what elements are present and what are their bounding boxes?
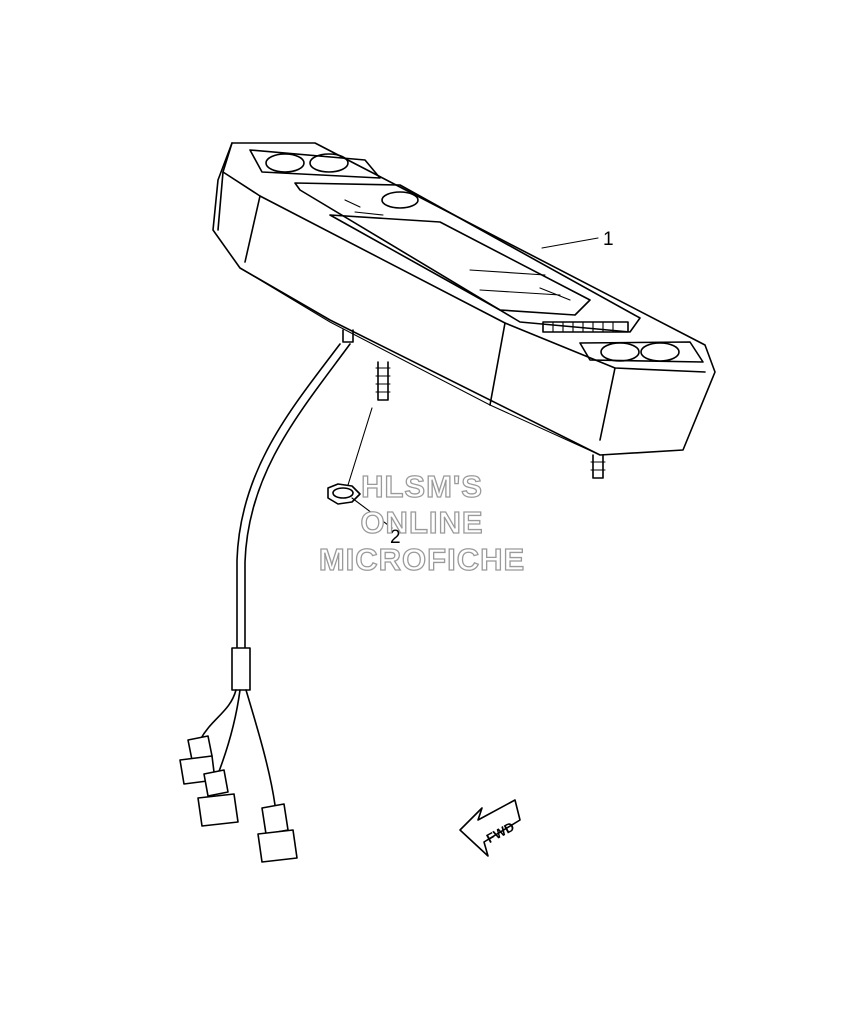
right-gauge-pods [579, 341, 704, 363]
left-gauge-pods [249, 149, 381, 179]
forward-direction-arrow: FWD [459, 799, 521, 857]
connector-middle [197, 769, 239, 827]
harness-sleeve [231, 647, 251, 691]
callout-1-label: 1 [603, 229, 614, 250]
connector-right [257, 803, 298, 863]
watermark: HLSM'S ONLINE MICROFICHE [318, 468, 525, 577]
callout-2-label: 2 [390, 527, 401, 548]
meter-lower-edge [239, 267, 601, 456]
wire-harness [199, 343, 351, 806]
watermark-line-2: ONLINE [360, 505, 483, 540]
meter-housing [212, 142, 716, 479]
mounting-studs [342, 329, 606, 479]
callout-1-leader [541, 237, 599, 249]
meter-body-outline [212, 142, 716, 456]
meter-top-face [222, 142, 706, 373]
callout-2-leader [351, 497, 393, 529]
display-window [294, 182, 641, 333]
bar-graph-segments [542, 321, 629, 333]
flange-nut [327, 407, 373, 505]
meter-side-band [217, 171, 616, 441]
watermark-line-3: MICROFICHE [319, 542, 525, 577]
watermark-line-1: HLSM'S [361, 469, 483, 504]
